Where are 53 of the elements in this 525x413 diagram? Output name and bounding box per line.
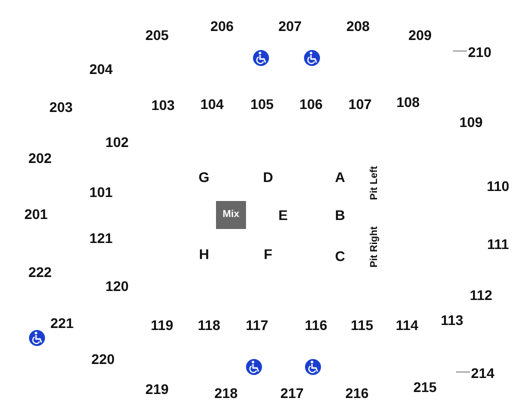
section-label: 221 xyxy=(50,316,74,330)
section-label: D xyxy=(262,170,274,184)
section-label: C xyxy=(334,249,346,263)
section-label: 120 xyxy=(105,279,129,293)
section-label: 107 xyxy=(348,97,372,111)
section-label: G xyxy=(198,170,210,184)
section-label: 222 xyxy=(28,265,52,279)
leader-line xyxy=(456,371,470,373)
section-label: 216 xyxy=(345,386,369,400)
section-label: 112 xyxy=(470,288,492,302)
section-label: 111 xyxy=(487,237,509,251)
section-label: 103 xyxy=(151,98,175,112)
section-label: 102 xyxy=(105,135,129,149)
section-label: 118 xyxy=(198,318,220,332)
section-label: 113 xyxy=(440,313,464,327)
section-label: 121 xyxy=(89,231,113,245)
section-label: 201 xyxy=(24,207,48,221)
section-label: A xyxy=(334,170,346,184)
section-label: B xyxy=(334,208,346,222)
section-label: 220 xyxy=(91,352,115,366)
section-label: 101 xyxy=(89,185,113,199)
section-label: 204 xyxy=(89,62,113,76)
section-label: 214 xyxy=(471,366,494,380)
section-label: 209 xyxy=(408,28,432,42)
section-label: 206 xyxy=(210,19,234,33)
section-label: 119 xyxy=(150,318,174,332)
section-label: 203 xyxy=(49,100,73,114)
section-label: 115 xyxy=(350,318,374,332)
section-label: 108 xyxy=(396,95,420,109)
section-label: 208 xyxy=(346,19,370,33)
section-label: 116 xyxy=(304,318,328,332)
section-label: H xyxy=(198,247,210,261)
section-label: 218 xyxy=(214,386,238,400)
section-label: 117 xyxy=(246,318,268,332)
section-label: 215 xyxy=(413,380,437,394)
section-label: 105 xyxy=(250,97,274,111)
section-label: E xyxy=(278,208,288,222)
section-label: 110 xyxy=(486,179,510,193)
section-label: 202 xyxy=(28,151,52,165)
leader-line xyxy=(453,50,467,52)
section-label: 109 xyxy=(459,115,483,129)
section-label: 217 xyxy=(280,386,304,400)
section-label: 207 xyxy=(278,19,302,33)
section-label: 114 xyxy=(396,318,418,332)
area-label: Pit Right xyxy=(370,226,380,268)
section-label: F xyxy=(264,247,272,261)
section-label: 104 xyxy=(200,97,224,111)
section-label: 210 xyxy=(468,45,492,59)
section-label: 106 xyxy=(299,97,323,111)
section-label: 205 xyxy=(145,28,169,42)
area-label: Pit Left xyxy=(370,166,380,200)
mix-position-box: Mix xyxy=(216,201,246,229)
section-label: 219 xyxy=(145,382,169,396)
